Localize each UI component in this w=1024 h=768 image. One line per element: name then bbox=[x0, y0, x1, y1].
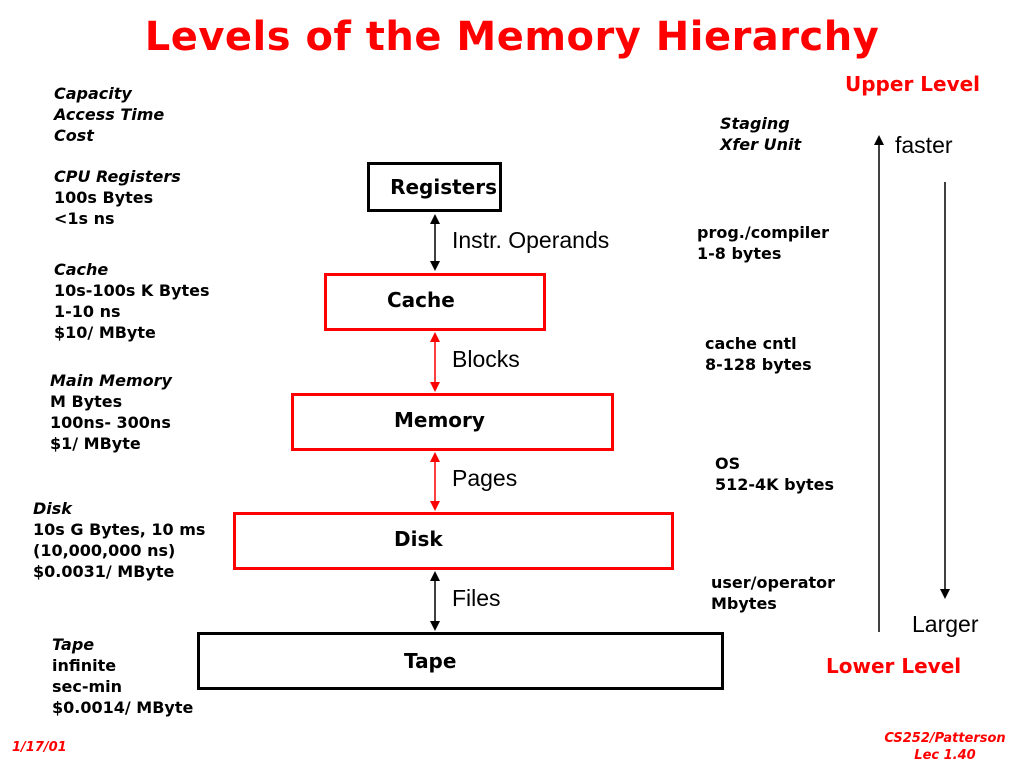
footer-date: 1/17/01 bbox=[12, 740, 67, 755]
level-info-line: $1/ MByte bbox=[50, 434, 141, 453]
level-info-cache: Cache 10s-100s K Bytes 1-10 ns $10/ MByt… bbox=[54, 259, 210, 343]
level-info-line: 100s Bytes bbox=[54, 188, 154, 207]
level-info-line: M Bytes bbox=[50, 392, 123, 411]
staging-cache: cache cntl 8-128 bytes bbox=[705, 333, 812, 375]
tape-box-label: Tape bbox=[404, 649, 457, 673]
lower-level-label: Lower Level bbox=[826, 654, 962, 678]
level-info-line: 1-10 ns bbox=[54, 302, 121, 321]
staging-memory: OS 512-4K bytes bbox=[715, 453, 834, 495]
level-info-line: $10/ MByte bbox=[54, 323, 156, 342]
disk-box: Disk bbox=[233, 512, 674, 570]
transfer-label-instr-operands: Instr. Operands bbox=[452, 227, 610, 253]
disk-box-label: Disk bbox=[394, 527, 443, 551]
legend-cost: Cost bbox=[54, 126, 94, 145]
staging-registers: prog./compiler 1-8 bytes bbox=[697, 222, 829, 264]
level-info-title: Main Memory bbox=[50, 371, 172, 390]
level-info-line: 100ns- 300ns bbox=[50, 413, 171, 432]
staging-line: 512-4K bytes bbox=[715, 475, 835, 494]
footer-course: CS252/Patterson Lec 1.40 bbox=[880, 730, 1010, 764]
level-info-title: Tape bbox=[52, 635, 95, 654]
level-info-line: 10s G Bytes, 10 ms bbox=[33, 520, 206, 539]
level-info-line: $0.0014/ MByte bbox=[52, 698, 194, 717]
staging-header: Staging Xfer Unit bbox=[720, 113, 801, 155]
registers-box: Registers bbox=[367, 162, 502, 212]
upper-level-label: Upper Level bbox=[845, 72, 981, 96]
staging-line: 8-128 bytes bbox=[705, 355, 812, 374]
memory-box: Memory bbox=[291, 393, 614, 451]
larger-label: Larger bbox=[912, 611, 979, 637]
level-info-title: Cache bbox=[54, 260, 109, 279]
transfer-label-files: Files bbox=[452, 585, 501, 611]
level-info-line: (10,000,000 ns) bbox=[33, 541, 176, 560]
cache-box: Cache bbox=[324, 273, 546, 331]
level-info-title: Disk bbox=[33, 499, 72, 518]
staging-disk: user/operator Mbytes bbox=[711, 572, 835, 614]
legend: Capacity Access Time Cost bbox=[54, 83, 164, 146]
staging-line: OS bbox=[715, 454, 741, 473]
faster-label: faster bbox=[895, 132, 953, 158]
staging-line: cache cntl bbox=[705, 334, 797, 353]
transfer-label-pages: Pages bbox=[452, 465, 518, 491]
staging-header-xfer-unit: Xfer Unit bbox=[720, 135, 802, 154]
level-info-line: sec-min bbox=[52, 677, 123, 696]
registers-box-label: Registers bbox=[390, 175, 497, 199]
level-info-line: 10s-100s K Bytes bbox=[54, 281, 210, 300]
legend-capacity: Capacity bbox=[54, 84, 132, 103]
level-info-registers: CPU Registers 100s Bytes <1s ns bbox=[54, 166, 181, 229]
cache-box-label: Cache bbox=[387, 288, 455, 312]
footer-course-name: CS252/Patterson bbox=[884, 731, 1006, 746]
level-info-line: <1s ns bbox=[54, 209, 115, 228]
level-info-title: CPU Registers bbox=[54, 167, 181, 186]
slide-title: Levels of the Memory Hierarchy bbox=[144, 14, 880, 60]
tape-box: Tape bbox=[197, 632, 724, 690]
footer-lecture: Lec 1.40 bbox=[914, 748, 976, 763]
level-info-line: $0.0031/ MByte bbox=[33, 562, 175, 581]
level-info-disk: Disk 10s G Bytes, 10 ms (10,000,000 ns) … bbox=[33, 498, 205, 582]
memory-box-label: Memory bbox=[394, 408, 485, 432]
staging-line: user/operator bbox=[711, 573, 836, 592]
legend-access-time: Access Time bbox=[54, 105, 165, 124]
staging-line: prog./compiler bbox=[697, 223, 830, 242]
level-info-memory: Main Memory M Bytes 100ns- 300ns $1/ MBy… bbox=[50, 370, 172, 454]
staging-line: 1-8 bytes bbox=[697, 244, 782, 263]
level-info-line: infinite bbox=[52, 656, 117, 675]
level-info-tape: Tape infinite sec-min $0.0014/ MByte bbox=[52, 634, 193, 718]
transfer-label-blocks: Blocks bbox=[452, 346, 520, 372]
staging-line: Mbytes bbox=[711, 594, 777, 613]
staging-header-staging: Staging bbox=[720, 114, 790, 133]
